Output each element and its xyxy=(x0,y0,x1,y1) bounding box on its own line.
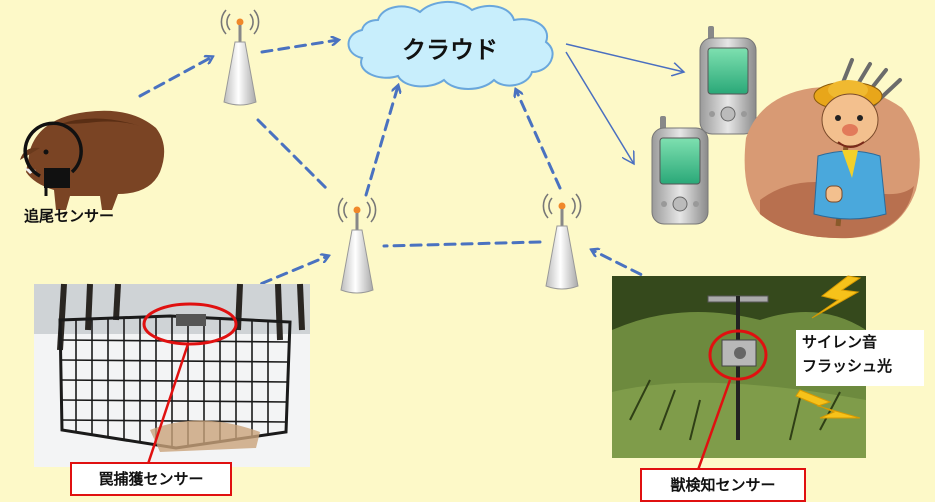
cloud-shape xyxy=(347,1,554,90)
link-tower3-to-tower2 xyxy=(382,240,542,248)
phone-1-icon xyxy=(699,26,757,135)
link-cloud-to-phone1 xyxy=(565,43,684,72)
siren-label: サイレン音 xyxy=(802,333,878,351)
link-trap-to-tower2 xyxy=(244,256,328,292)
flash-label: フラッシュ光 xyxy=(802,357,893,375)
link-tower3-to-cloud xyxy=(516,90,562,190)
lightning-top-icon xyxy=(811,275,862,319)
beast-callout-line xyxy=(696,379,732,471)
notify-links xyxy=(565,43,684,164)
cloud-label: クラウド xyxy=(402,36,498,64)
tower-3-icon xyxy=(542,193,582,290)
farmer-illustration xyxy=(744,58,920,239)
link-tower2-to-cloud xyxy=(364,86,398,197)
trap-photo xyxy=(34,283,310,467)
tracking-sensor-label: 追尾センサー xyxy=(24,207,115,225)
tracking-collar-icon xyxy=(23,121,83,196)
dashed-links xyxy=(138,40,658,292)
trap-sensor-label: 罠捕獲センサー xyxy=(70,462,232,496)
trap-callout-line xyxy=(146,343,190,465)
lightning-bottom-icon xyxy=(795,389,861,419)
link-cloud-to-phone2 xyxy=(565,51,634,164)
tower-1-icon xyxy=(220,9,260,106)
link-beast-to-tower3 xyxy=(592,250,658,284)
beast-sensor-label: 獣検知センサー xyxy=(640,468,806,502)
link-boar-to-tower1 xyxy=(138,57,212,98)
link-tower1-to-tower2 xyxy=(256,118,332,194)
warning-box: サイレン音 フラッシュ光 xyxy=(796,330,924,386)
phone-2-icon xyxy=(651,116,709,225)
tower-2-icon xyxy=(337,197,377,294)
link-tower1-to-cloud xyxy=(260,40,338,54)
